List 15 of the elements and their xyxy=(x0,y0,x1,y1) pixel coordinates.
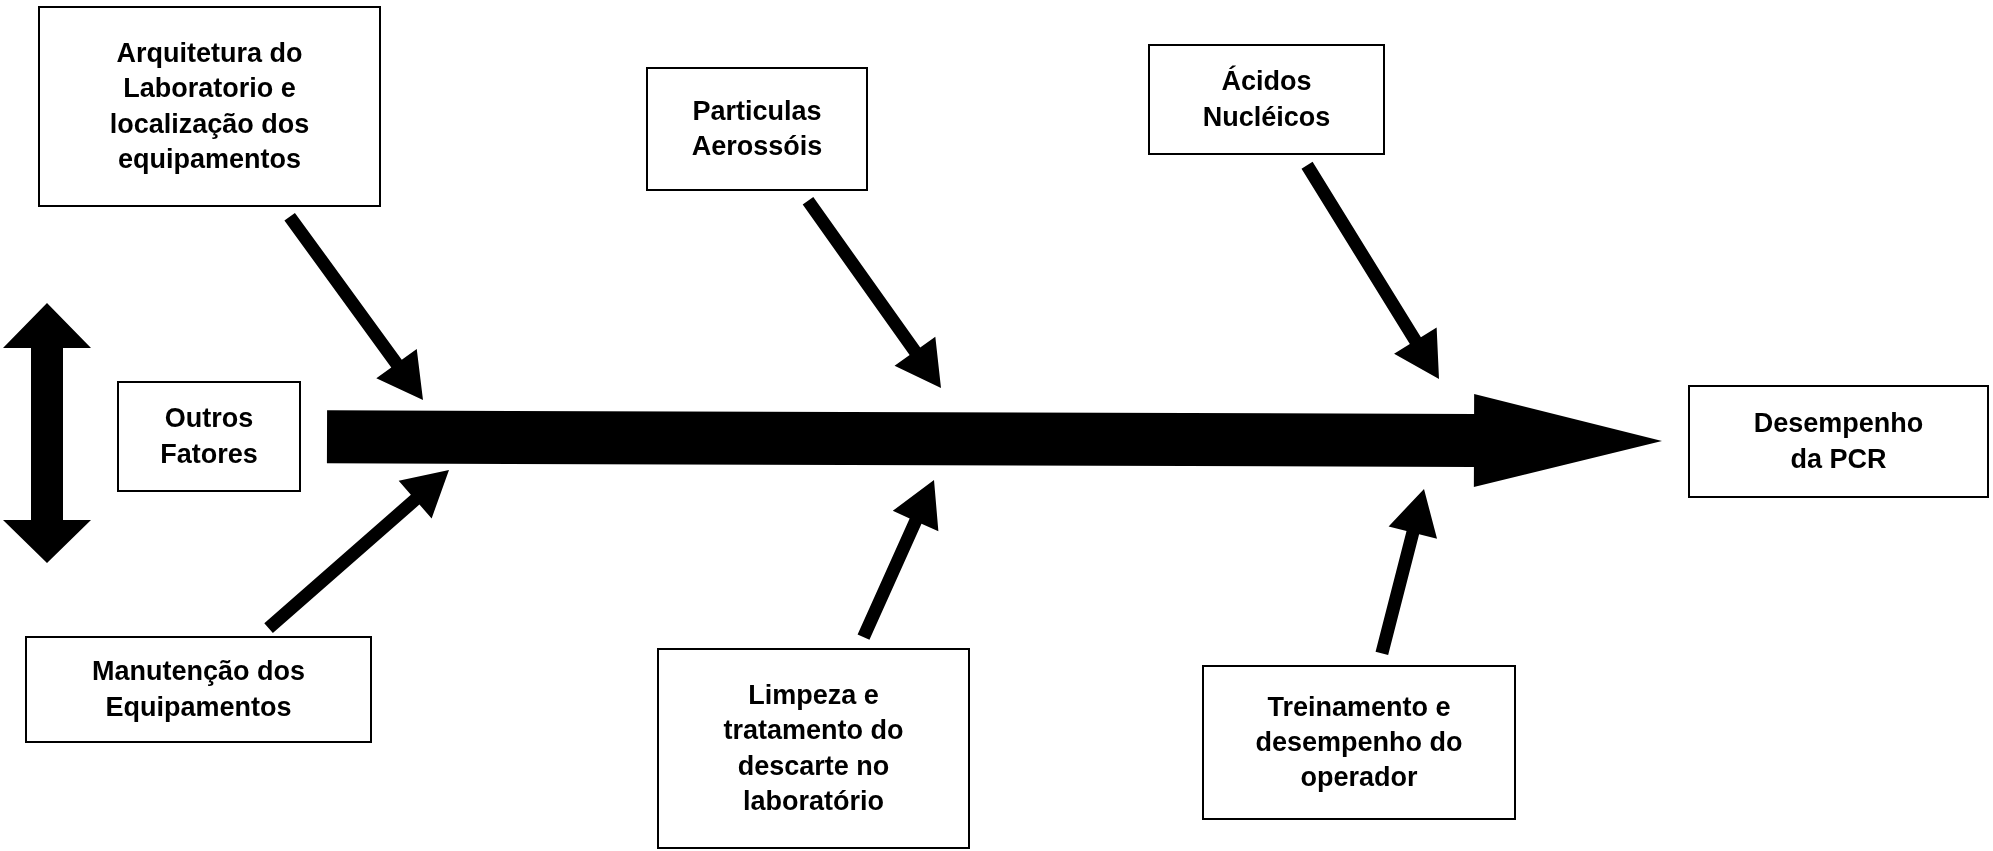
arrow xyxy=(326,393,1662,487)
cause-box: Treinamento e desempenho do operador xyxy=(1202,665,1516,820)
cause-box: Ácidos Nucléicos xyxy=(1148,44,1385,155)
arrow xyxy=(284,212,423,400)
arrow xyxy=(1375,489,1438,655)
cause-box: Manutenção dos Equipamentos xyxy=(25,636,372,743)
arrow xyxy=(802,197,941,388)
cause-box: Outros Fatores xyxy=(117,381,301,492)
cause-box: Particulas Aerossóis xyxy=(646,67,868,191)
arrow xyxy=(1301,161,1439,379)
cause-box: Limpeza e tratamento do descarte no laboratório xyxy=(657,648,970,849)
arrow xyxy=(857,480,939,640)
effect-box: Desempenho da PCR xyxy=(1688,385,1989,498)
cause-box: Arquitetura do Laboratorio e localização dos equipamentos xyxy=(38,6,381,207)
arrow xyxy=(264,470,449,633)
